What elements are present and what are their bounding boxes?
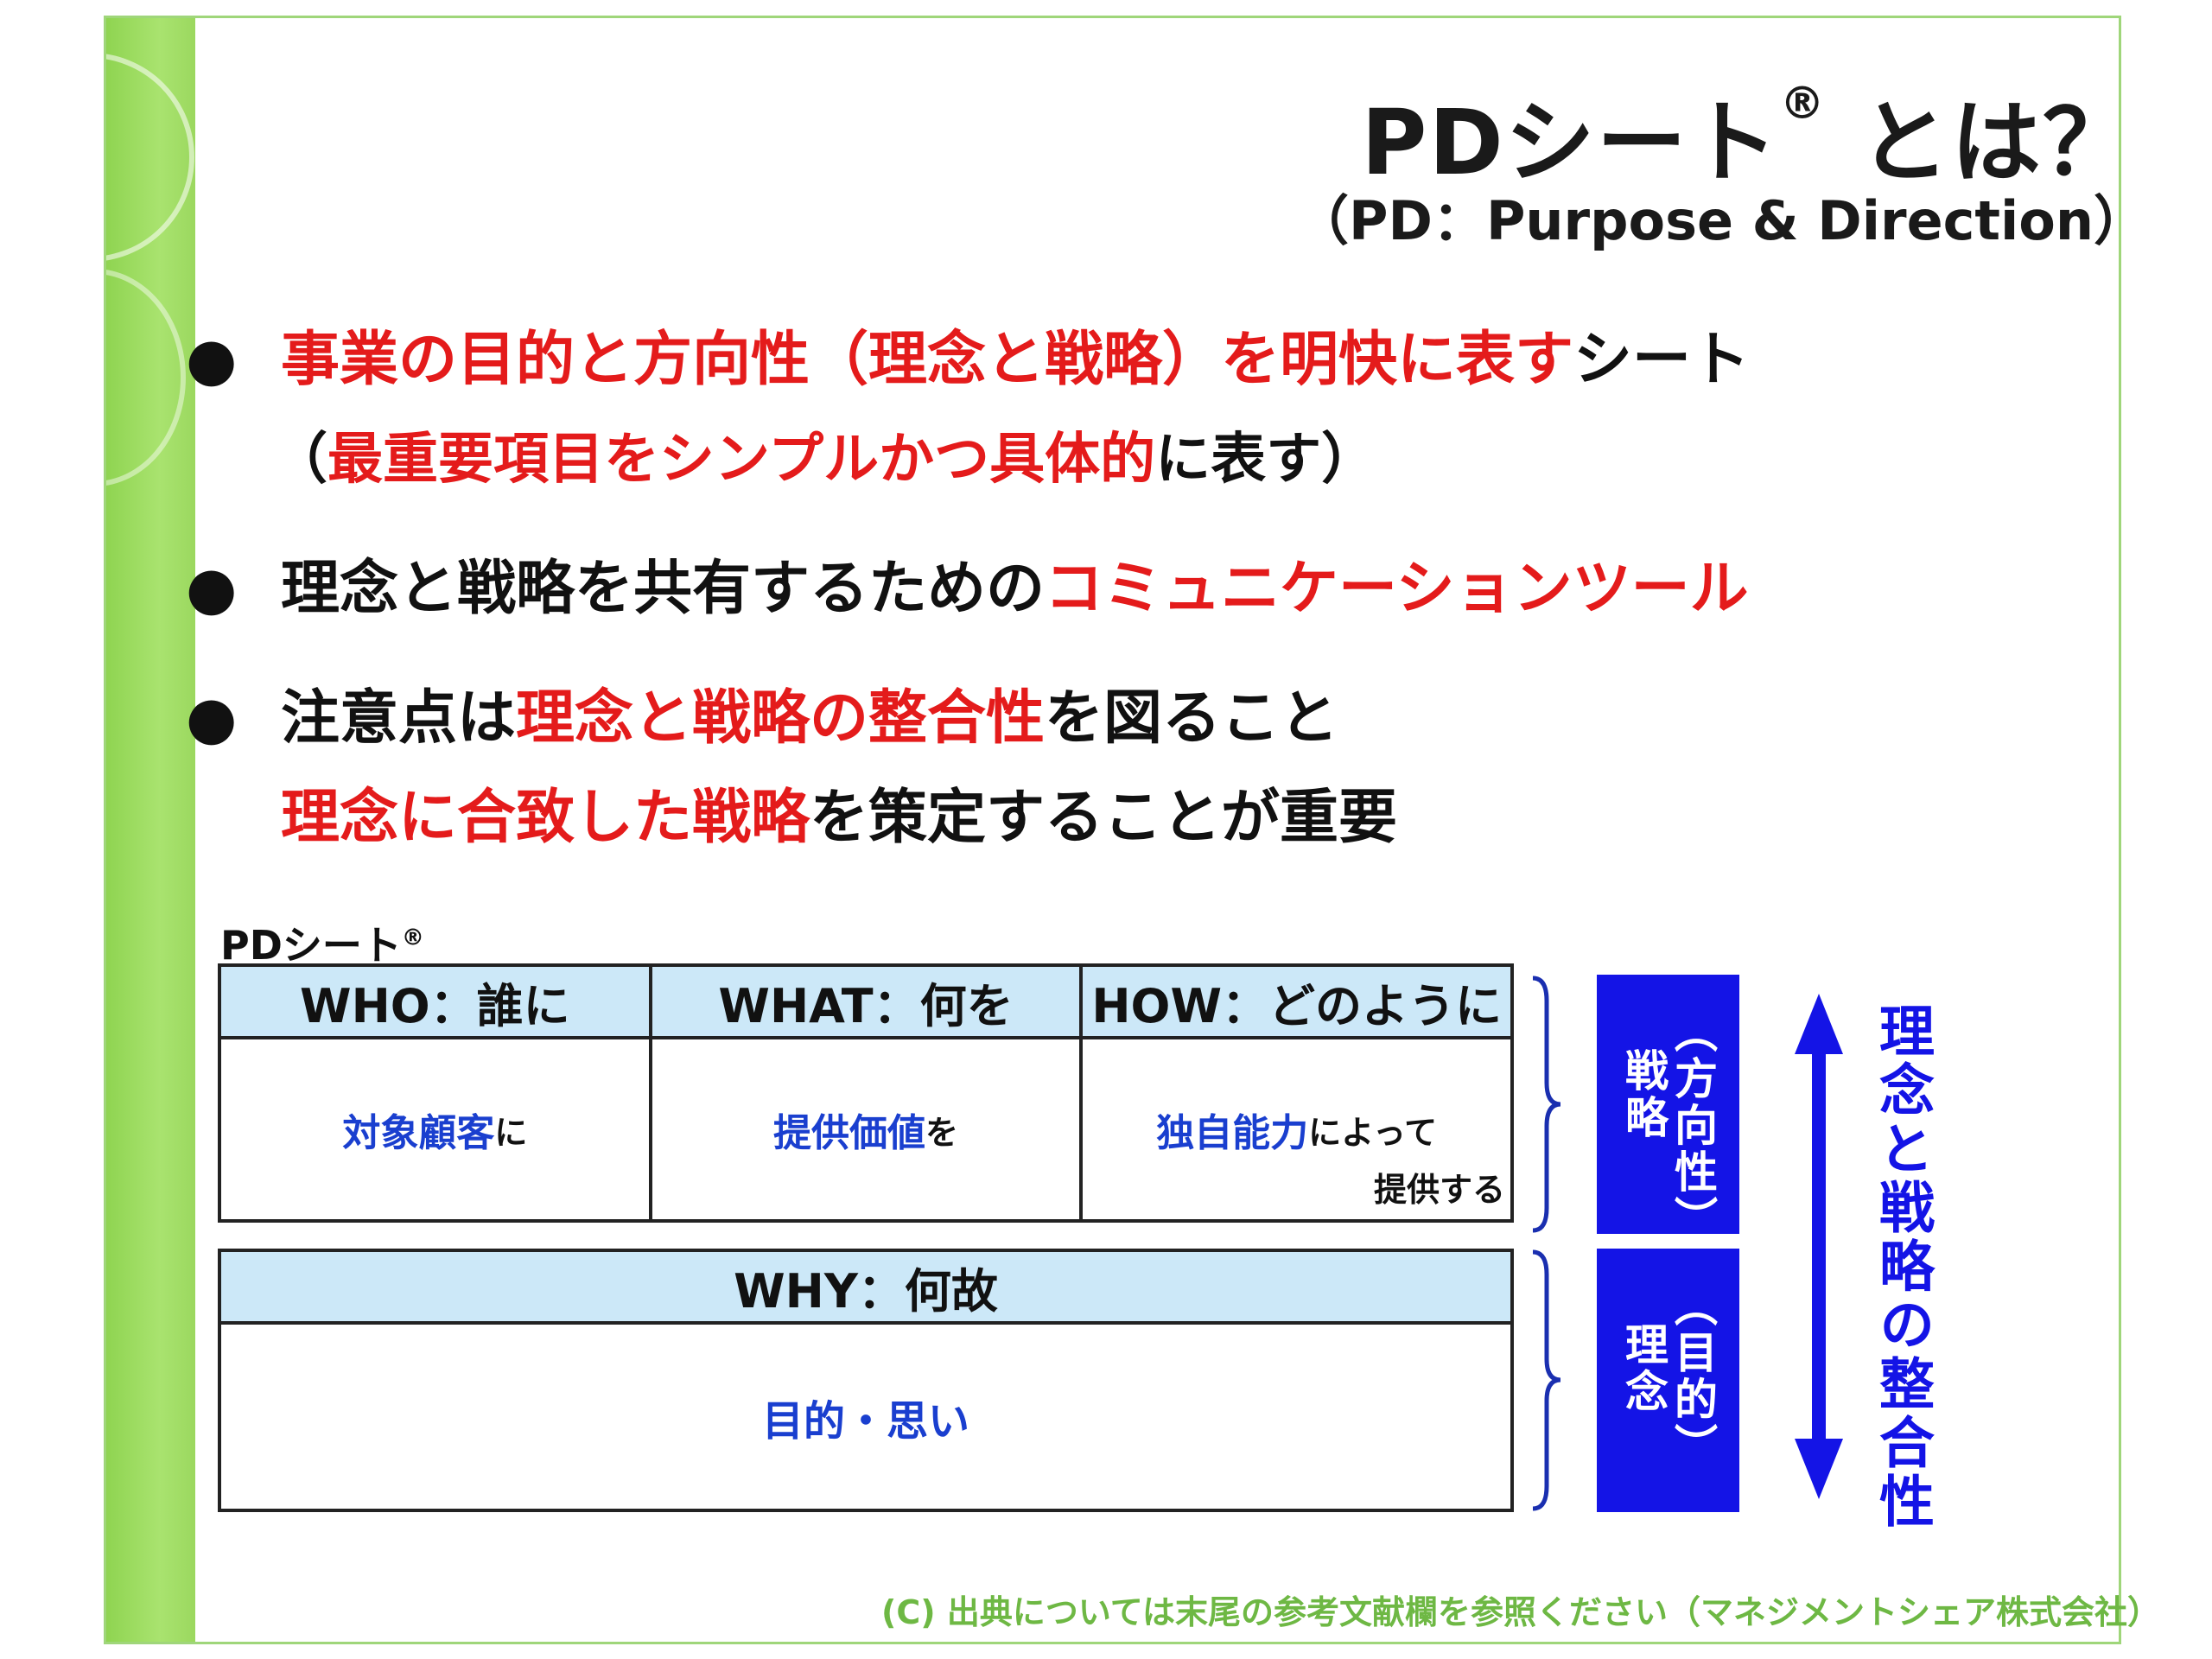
page-subtitle: （PD：Purpose & Direction）	[1295, 189, 2147, 252]
brace-icon	[1529, 1249, 1564, 1512]
column-extra-text: 提供する	[1374, 1171, 1506, 1209]
bullet-1-line2: （最重要項目をシンプルかつ具体的に表す）	[272, 428, 1377, 492]
sheet-label: PDシート®	[220, 922, 424, 969]
column-body: 独自能力によって	[1156, 1111, 1438, 1155]
bullet-dot: ●	[186, 326, 238, 394]
philosophy-row: WHY：何故 目的・思い	[218, 1249, 1514, 1512]
why-body: 目的・思い	[761, 1396, 969, 1446]
decorative-strip	[106, 18, 195, 1642]
bullet-dot: ●	[186, 684, 238, 753]
column-body: 対象顧客に	[342, 1111, 528, 1155]
bullet-2: ●理念と戦略を共有するためのコミュニケーションツール	[186, 555, 1749, 623]
column-header: HOW：どのように	[1083, 967, 1511, 1039]
column-body: 提供価値を	[773, 1111, 959, 1155]
slide	[104, 16, 2121, 1644]
how-column: HOW：どのように 独自能力によって 提供する	[1083, 967, 1511, 1219]
what-column: WHAT：何を 提供価値を	[652, 967, 1084, 1219]
footer-credit: (C) 出典については末尾の参考文献欄を参照ください（マネジメントシェア株式会社…	[881, 1593, 2160, 1631]
decorative-ring	[106, 53, 194, 262]
column-header: WHAT：何を	[652, 967, 1080, 1039]
bullet-3: ●注意点は理念と戦略の整合性を図ること	[186, 684, 1339, 753]
strategy-grid: WHO：誰に 対象顧客に WHAT：何を 提供価値を HOW：どのように 独自能…	[218, 963, 1514, 1223]
decorative-ring	[106, 269, 186, 486]
column-header: WHO：誰に	[221, 967, 649, 1039]
brace-icon	[1529, 975, 1564, 1234]
double-arrow-icon	[1793, 994, 1845, 1499]
strategy-box: （方向性） 戦略	[1597, 975, 1739, 1243]
page-title: PDシート® とは？	[1361, 78, 2134, 195]
bullet-1: ●事業の目的と方向性（理念と戦略）を明快に表すシート	[186, 326, 1751, 394]
bullet-3-line2: 理念に合致した戦略を策定することが重要	[281, 784, 1398, 852]
bullet-dot: ●	[186, 555, 238, 623]
philosophy-box: （目的） 理念	[1597, 1249, 1739, 1512]
why-header: WHY：何故	[221, 1252, 1510, 1325]
alignment-label: 理念と戦略の整合性	[1870, 1002, 1934, 1531]
who-column: WHO：誰に 対象顧客に	[221, 967, 652, 1219]
